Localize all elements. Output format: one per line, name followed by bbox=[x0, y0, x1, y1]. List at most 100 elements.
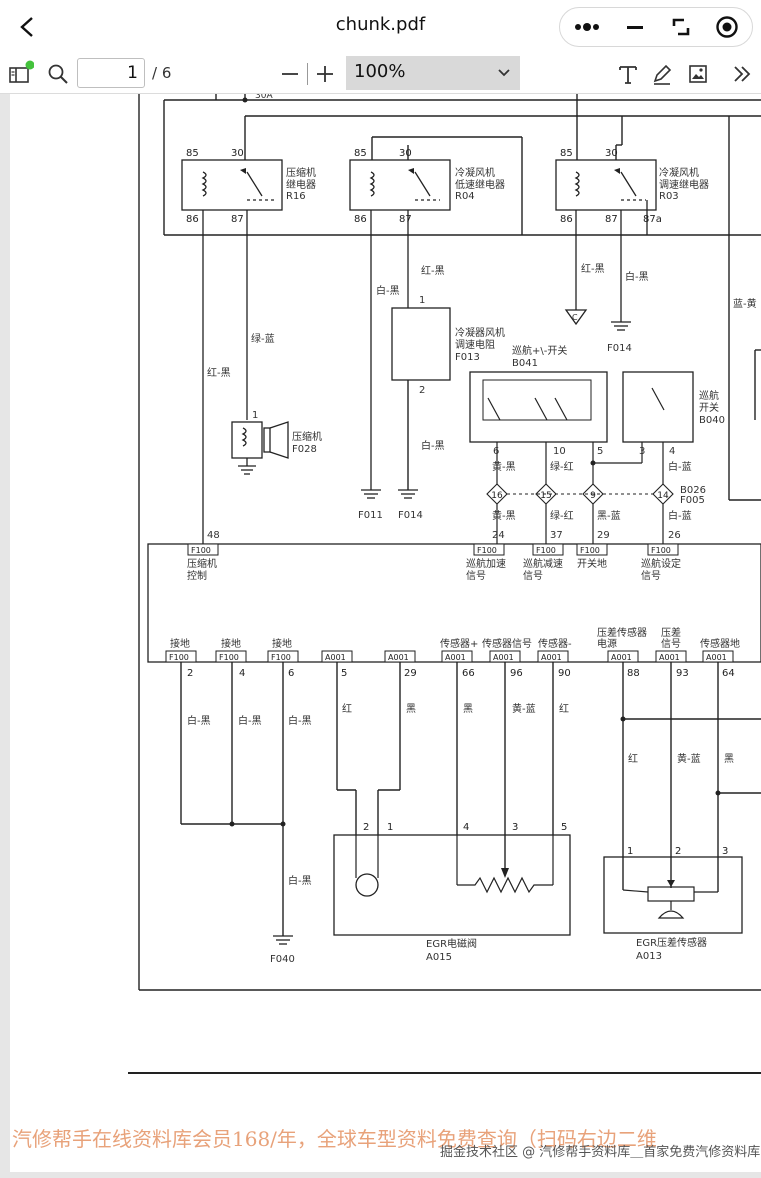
svg-text:A001: A001 bbox=[659, 653, 680, 662]
minus-icon bbox=[282, 73, 298, 75]
svg-text:C: C bbox=[572, 313, 578, 322]
svg-text:88: 88 bbox=[627, 668, 640, 679]
svg-text:F100: F100 bbox=[651, 546, 671, 555]
draw-tool-button[interactable] bbox=[648, 60, 676, 88]
svg-text:压缩机: 压缩机 bbox=[187, 557, 217, 570]
svg-text:10: 10 bbox=[553, 446, 566, 457]
svg-text:96: 96 bbox=[510, 668, 523, 679]
svg-text:86: 86 bbox=[560, 214, 573, 225]
svg-text:黑-蓝: 黑-蓝 bbox=[597, 510, 621, 522]
svg-text:黄-蓝: 黄-蓝 bbox=[677, 752, 701, 765]
svg-text:压缩机: 压缩机 bbox=[292, 430, 322, 443]
svg-text:B040: B040 bbox=[699, 415, 725, 426]
zoom-value: 100% bbox=[354, 61, 406, 82]
image-tool-button[interactable] bbox=[684, 60, 712, 88]
svg-text:黑: 黑 bbox=[406, 703, 416, 715]
svg-text:调速继电器: 调速继电器 bbox=[659, 178, 709, 191]
text-tool-button[interactable] bbox=[614, 60, 642, 88]
svg-text:继电器: 继电器 bbox=[286, 178, 316, 191]
svg-text:29: 29 bbox=[597, 530, 610, 541]
svg-text:6: 6 bbox=[288, 668, 294, 679]
pen-icon bbox=[653, 64, 672, 85]
svg-text:绿-蓝: 绿-蓝 bbox=[251, 332, 275, 345]
svg-text:冷凝器风机: 冷凝器风机 bbox=[455, 326, 505, 339]
more-button[interactable] bbox=[568, 8, 606, 46]
page-number-input[interactable]: 1 bbox=[77, 58, 145, 88]
svg-text:压差传感器: 压差传感器 bbox=[597, 626, 647, 639]
svg-text:控制: 控制 bbox=[187, 569, 207, 582]
svg-text:26: 26 bbox=[668, 530, 681, 541]
svg-text:开关地: 开关地 bbox=[577, 557, 607, 570]
svg-text:B026: B026 bbox=[680, 485, 706, 496]
svg-text:EGR压差传感器: EGR压差传感器 bbox=[636, 936, 707, 949]
text-icon bbox=[619, 66, 637, 84]
svg-text:48: 48 bbox=[207, 530, 220, 541]
document-viewer[interactable] bbox=[0, 94, 761, 1178]
sidebar-icon bbox=[9, 60, 34, 83]
minus-icon bbox=[627, 26, 643, 29]
svg-text:1: 1 bbox=[252, 410, 258, 421]
svg-text:电源: 电源 bbox=[597, 637, 617, 650]
svg-text:30: 30 bbox=[605, 148, 618, 159]
float-window-icon bbox=[672, 18, 690, 36]
svg-text:巡航: 巡航 bbox=[699, 389, 719, 402]
minimize-button[interactable] bbox=[616, 8, 654, 46]
svg-text:30A: 30A bbox=[255, 94, 273, 101]
svg-text:接地: 接地 bbox=[170, 637, 190, 650]
zoom-in-button[interactable] bbox=[311, 60, 339, 88]
svg-text:红: 红 bbox=[628, 752, 638, 765]
svg-text:信号: 信号 bbox=[523, 570, 543, 582]
target-close-icon bbox=[716, 16, 738, 38]
float-window-button[interactable] bbox=[662, 8, 700, 46]
svg-text:F100: F100 bbox=[580, 546, 600, 555]
svg-text:传感器+: 传感器+ bbox=[440, 637, 478, 650]
svg-text:红-黑: 红-黑 bbox=[581, 262, 605, 275]
svg-text:红: 红 bbox=[559, 702, 569, 715]
svg-text:F028: F028 bbox=[292, 444, 317, 455]
close-program-button[interactable] bbox=[708, 8, 746, 46]
pdf-toolbar: 1 / 6 100% bbox=[0, 54, 761, 94]
svg-text:冷凝风机: 冷凝风机 bbox=[455, 166, 495, 179]
svg-text:红: 红 bbox=[342, 702, 352, 715]
svg-text:黑: 黑 bbox=[463, 703, 473, 715]
svg-text:90: 90 bbox=[558, 668, 571, 679]
svg-text:蓝-黄: 蓝-黄 bbox=[733, 297, 757, 310]
watermark-line1: 汽修帮手在线资料库会员168/年，全球车型资料免费查询（扫码右边二维 bbox=[12, 1127, 657, 1151]
svg-text:白-黑: 白-黑 bbox=[288, 714, 312, 727]
svg-text:B041: B041 bbox=[512, 358, 538, 369]
svg-text:A001: A001 bbox=[706, 653, 727, 662]
zoom-select[interactable]: 100% bbox=[346, 56, 520, 90]
svg-text:87: 87 bbox=[605, 214, 618, 225]
back-button[interactable] bbox=[14, 13, 42, 41]
svg-text:A001: A001 bbox=[611, 653, 632, 662]
svg-text:29: 29 bbox=[404, 668, 417, 679]
svg-text:F100: F100 bbox=[536, 546, 556, 555]
sidebar-toggle-button[interactable] bbox=[6, 60, 34, 88]
svg-text:信号: 信号 bbox=[641, 570, 661, 582]
svg-text:巡航+\-开关: 巡航+\-开关 bbox=[512, 344, 567, 357]
svg-text:F100: F100 bbox=[271, 653, 291, 662]
watermark-line2: 掘金技术社区 @ 汽修帮手资料库＿首家免费汽修资料库 bbox=[440, 1145, 761, 1160]
svg-text:黄-黑: 黄-黑 bbox=[492, 509, 516, 522]
svg-text:1: 1 bbox=[627, 846, 633, 857]
more-tools-button[interactable] bbox=[728, 60, 756, 88]
svg-text:87: 87 bbox=[399, 214, 412, 225]
svg-text:巡航设定: 巡航设定 bbox=[641, 557, 681, 570]
search-button[interactable] bbox=[44, 60, 72, 88]
svg-text:A001: A001 bbox=[388, 653, 409, 662]
svg-text:1: 1 bbox=[387, 822, 393, 833]
svg-text:接地: 接地 bbox=[221, 637, 241, 650]
page-total: / 6 bbox=[152, 64, 172, 82]
svg-text:传感器-: 传感器- bbox=[538, 637, 572, 650]
image-icon bbox=[689, 65, 707, 83]
svg-text:白-黑: 白-黑 bbox=[625, 270, 649, 283]
svg-text:4: 4 bbox=[669, 446, 675, 457]
mini-program-capsule bbox=[559, 7, 753, 47]
zoom-out-button[interactable] bbox=[276, 60, 304, 88]
svg-text:接地: 接地 bbox=[272, 637, 292, 650]
svg-text:30: 30 bbox=[231, 148, 244, 159]
svg-text:白-蓝: 白-蓝 bbox=[668, 509, 692, 522]
title-bar: chunk.pdf bbox=[0, 0, 761, 54]
svg-text:2: 2 bbox=[419, 385, 425, 396]
